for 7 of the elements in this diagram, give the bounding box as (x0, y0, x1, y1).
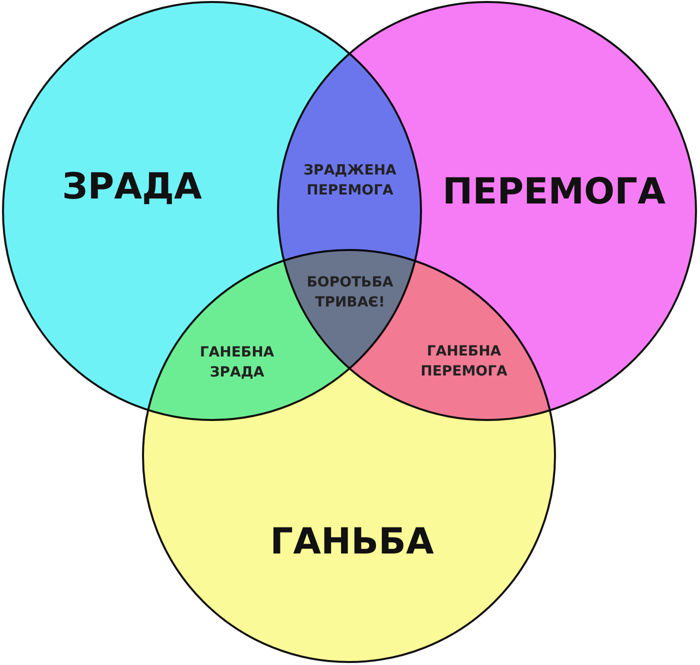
overlap-label: ГАНЕБНА ЗРАДА (198, 344, 276, 383)
set-label: ГАНЬБА (270, 522, 434, 562)
set-label: ПЕРЕМОГА (442, 172, 666, 212)
set-label: ЗРАДА (62, 166, 202, 208)
overlap-label: БОРОТЬБА ТРИВАЄ! (306, 274, 394, 313)
overlap-label: ГАНЕБНА ПЕРЕМОГА (420, 342, 508, 382)
overlap-label: ЗРАДЖЕНА ПЕРЕМОГА (302, 162, 398, 201)
